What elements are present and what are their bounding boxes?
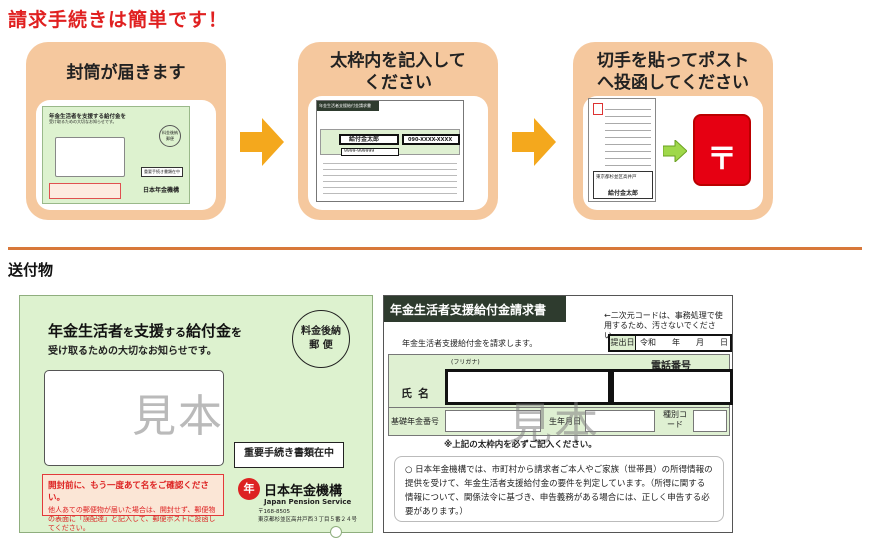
- mini-envelope-subtitle: 受け取るための大切なお知らせです。: [49, 119, 117, 124]
- claim-form-sample: 年金生活者支援給付金請求書 ←二次元コードは、事務処理で使用するため、汚さないで…: [383, 295, 733, 533]
- mini-postcard-stamp: [593, 103, 603, 115]
- step-2-illustration: 年金生活者支援給付金請求書 給付金太郎 090-XXXX-XXXX 9999-9…: [308, 96, 488, 210]
- postage-stamp-mark: 料金後納 郵 便: [292, 310, 350, 368]
- mini-form-text-lines: [323, 163, 457, 199]
- phone-label: 電話番号: [651, 361, 691, 372]
- mini-postcard: 東京都杉並区高井戸 給付金太郎: [588, 98, 656, 202]
- arrow-right-icon-2: [512, 118, 556, 166]
- form-body-text: ○ 日本年金機構では、市町村から請求者ご本人やご家族（世帯員）の所得情報の提供を…: [394, 456, 724, 522]
- name-label: 氏名: [401, 387, 435, 400]
- section-divider: [8, 247, 862, 250]
- envelope-sample: 年金生活者を支援する給付金を 受け取るための大切なお知らせです。 料金後納 郵 …: [19, 295, 373, 538]
- mini-form-name: 給付金太郎: [339, 134, 399, 145]
- request-statement: 年金生活者支援給付金を請求します。: [402, 339, 538, 348]
- mini-envelope-stamp: 料金後納 郵便: [159, 125, 181, 147]
- step-1-illustration: 年金生活者を支援する給付金を 受け取るための大切なお知らせです。 料金後納 郵便…: [36, 100, 216, 210]
- envelope-title-part: 支援: [134, 322, 165, 340]
- jps-logo: 年 日本年金機構 Japan Pension Service: [238, 478, 351, 506]
- form-grid: (フリガナ) 電話番号 氏名 基礎年金番号 生年月日 種別コード: [388, 354, 733, 436]
- submission-date-box: 提出日 令和 年 月 日: [608, 334, 732, 352]
- step-2-title: 太枠内を記入して ください: [330, 51, 466, 93]
- envelope-subtitle: 受け取るための大切なお知らせです。: [48, 346, 217, 357]
- mini-envelope-window: [55, 137, 125, 177]
- section-title: 送付物: [8, 261, 54, 279]
- postbox-icon: 〒: [693, 114, 751, 186]
- jps-org-english: Japan Pension Service: [264, 498, 352, 506]
- mini-form-header: 年金生活者支援給付金請求書: [317, 101, 379, 111]
- step-card-1: 封筒が届きます 年金生活者を支援する給付金を 受け取るための大切なお知らせです。…: [26, 42, 226, 220]
- envelope-title-part: を: [231, 326, 243, 339]
- step-3-title: 切手を貼ってポスト へ投函してください: [596, 51, 750, 93]
- birthdate-field: [585, 410, 655, 432]
- date-label: 提出日: [610, 336, 636, 350]
- envelope-window: [44, 370, 224, 466]
- stamp-line-1: 料金後納: [301, 326, 341, 337]
- form-watermark: 見本: [508, 399, 600, 450]
- form-row-2: 基礎年金番号 生年月日 種別コード: [389, 407, 729, 435]
- envelope-notch: [330, 526, 342, 538]
- step-3-illustration: 東京都杉並区高井戸 給付金太郎 〒: [583, 96, 763, 210]
- jps-org-name: 日本年金機構: [264, 483, 343, 499]
- mini-envelope: 年金生活者を支援する給付金を 受け取るための大切なお知らせです。 料金後納 郵便…: [42, 106, 190, 204]
- mini-envelope-title: 年金生活者を支援する給付金を: [49, 114, 127, 120]
- step-1-title: 封筒が届きます: [66, 63, 186, 83]
- pension-number-field: [445, 410, 541, 432]
- mini-form-phone: 090-XXXX-XXXX: [402, 134, 460, 145]
- step-card-3: 切手を貼ってポスト へ投函してください 東京都杉並区高井戸 給付金太郎 〒: [573, 42, 773, 220]
- name-field: [445, 369, 611, 405]
- mini-postcard-address: 東京都杉並区高井戸: [596, 175, 637, 180]
- warning-body: 他人あての郵便物が届いた場合は、開封せず、郵便物の表面に「誤配達」と記入して、郵…: [48, 506, 216, 532]
- mini-postcard-name: 給付金太郎: [607, 190, 638, 197]
- arrow-right-icon-1: [240, 118, 284, 166]
- furigana-label: (フリガナ): [451, 359, 480, 366]
- date-value: 令和 年 月 日: [640, 338, 728, 347]
- envelope-title-part: する: [164, 326, 187, 339]
- mini-envelope-logo: 日本年金機構: [142, 187, 179, 194]
- important-docs-label: 重要手続き書類在中: [234, 442, 344, 468]
- envelope-title-part: 年金生活者: [48, 322, 124, 340]
- envelope-address: 〒168-8505 東京都杉並区高井戸西３丁目５番２４号: [258, 508, 357, 524]
- type-code-field: [693, 410, 727, 432]
- pension-number-label: 基礎年金番号: [391, 417, 439, 426]
- address-line: 東京都杉並区高井戸西３丁目５番２４号: [258, 517, 358, 523]
- envelope-warning-box: 開封前に、もう一度あて名をご確認ください。 他人あての郵便物が届いた場合は、開封…: [42, 474, 224, 532]
- postal-code: 〒168-8505: [258, 509, 290, 515]
- phone-field: [611, 369, 733, 405]
- envelope-title-part: 給付金: [186, 322, 232, 340]
- jps-emblem-icon: 年: [238, 478, 260, 500]
- mini-postcard-lines: [605, 109, 651, 169]
- page-headline: 請求手続きは簡単です！: [8, 9, 229, 31]
- mini-form: 年金生活者支援給付金請求書 給付金太郎 090-XXXX-XXXX 9999-9…: [316, 100, 464, 202]
- postal-mark: 〒: [707, 142, 737, 177]
- warning-title: 開封前に、もう一度あて名をご確認ください。: [48, 481, 209, 503]
- birthdate-label: 生年月日: [549, 417, 581, 426]
- form-caution: ※上記の太枠内を必ずご記入ください。: [444, 440, 597, 450]
- mini-envelope-warning: [49, 183, 121, 199]
- stamp-line-2: 郵 便: [309, 340, 333, 351]
- green-arrow-icon: [663, 140, 687, 162]
- form-header: 年金生活者支援給付金請求書: [384, 296, 566, 322]
- envelope-title: 年金生活者を支援する給付金を: [48, 320, 242, 341]
- type-code-label: 種別コード: [663, 410, 687, 429]
- envelope-watermark: 見本: [132, 391, 224, 442]
- envelope-title-part: を: [123, 326, 135, 339]
- mini-envelope-important: 重要手続き書類在中: [141, 167, 183, 177]
- mini-postcard-address-box: 東京都杉並区高井戸 給付金太郎: [593, 171, 653, 199]
- mini-form-id: 9999-999999: [341, 148, 399, 156]
- step-card-2: 太枠内を記入して ください 年金生活者支援給付金請求書 給付金太郎 090-XX…: [298, 42, 498, 220]
